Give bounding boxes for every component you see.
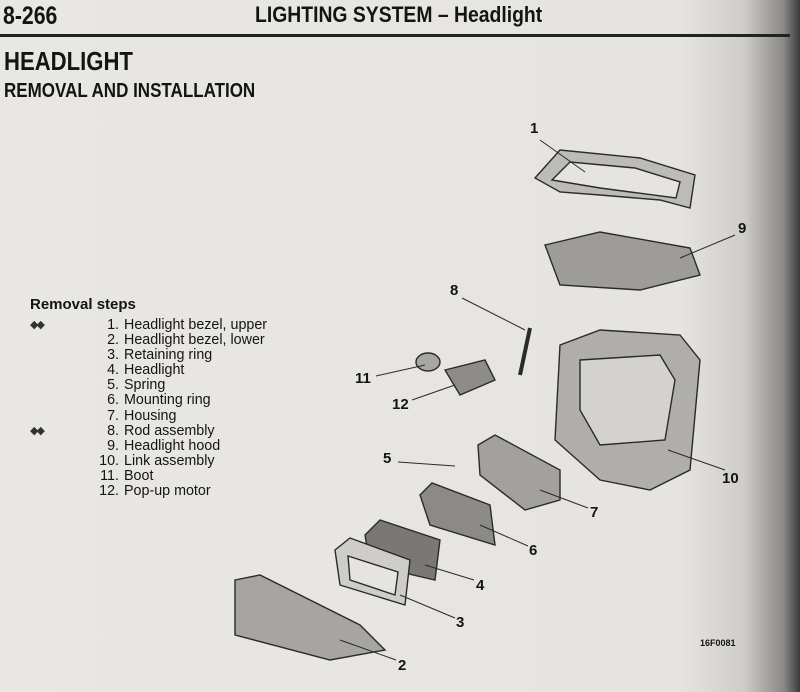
list-item: 10. Link assembly bbox=[30, 452, 267, 469]
step-label: Boot bbox=[124, 467, 154, 484]
step-label: Headlight bezel, upper bbox=[124, 317, 268, 333]
running-title: LIGHTING SYSTEM – Headlight bbox=[255, 2, 543, 27]
step-label: Headlight bbox=[124, 362, 185, 379]
step-label: Mounting ring bbox=[124, 392, 211, 409]
removal-steps-title: Removal steps bbox=[30, 296, 136, 313]
boot-part bbox=[415, 352, 441, 372]
step-number: 11. bbox=[100, 467, 119, 484]
callout-3: 3 bbox=[456, 614, 465, 631]
step-label: Rod assembly bbox=[124, 422, 215, 439]
step-label: Headlight hood bbox=[124, 437, 221, 454]
step-label: Pop-up motor bbox=[124, 483, 211, 500]
step-number: 2. bbox=[107, 332, 119, 349]
step-number: 5. bbox=[107, 377, 119, 394]
step-number: 1. bbox=[107, 317, 119, 333]
section-subtitle: REMOVAL AND INSTALLATION bbox=[4, 80, 256, 102]
arrow-mark-icon: ◆◆ bbox=[30, 319, 45, 331]
callout-10: 10 bbox=[722, 470, 739, 487]
list-item: 11. Boot bbox=[30, 467, 267, 484]
section-title: HEADLIGHT bbox=[4, 46, 133, 76]
list-item: 12. Pop-up motor bbox=[30, 483, 267, 500]
list-item: 4. Headlight bbox=[30, 363, 267, 378]
arrow-mark-icon: ◆◆ bbox=[30, 424, 45, 437]
step-label: Link assembly bbox=[124, 452, 215, 469]
step-number: 6. bbox=[107, 392, 119, 409]
step-label: Housing bbox=[124, 407, 177, 424]
page-number: 8-266 bbox=[3, 2, 58, 30]
lower-bezel-part bbox=[234, 574, 387, 661]
step-label: Retaining ring bbox=[124, 347, 213, 364]
list-item: 5. Spring bbox=[30, 378, 267, 393]
pop-up-motor-part bbox=[443, 359, 496, 396]
callout-4: 4 bbox=[476, 577, 485, 594]
step-number: 3. bbox=[107, 347, 119, 364]
list-item: 7. Housing bbox=[30, 407, 267, 424]
callout-8: 8 bbox=[450, 282, 459, 299]
callout-2: 2 bbox=[398, 657, 407, 674]
callout-1: 1 bbox=[530, 120, 539, 137]
callout-12: 12 bbox=[392, 396, 409, 413]
list-item: ◆◆ 8. Rod assembly bbox=[30, 422, 267, 439]
callout-5: 5 bbox=[383, 450, 392, 467]
step-number: 10. bbox=[99, 452, 119, 469]
list-item: ◆◆ 1. Headlight bezel, upper bbox=[30, 317, 268, 333]
callout-9: 9 bbox=[738, 220, 747, 237]
callout-11: 11 bbox=[355, 370, 371, 387]
rod-assembly-part bbox=[518, 327, 532, 376]
callout-7: 7 bbox=[590, 504, 599, 521]
step-number: 12. bbox=[99, 483, 119, 500]
list-item: 3. Retaining ring bbox=[30, 348, 267, 363]
headlight-hood-part bbox=[544, 231, 701, 291]
removal-steps-list: ◆◆ 1. Headlight bezel, upper 2. Headlight b… bbox=[30, 317, 268, 500]
step-number: 7. bbox=[107, 407, 119, 424]
step-label: Headlight bezel, lower bbox=[124, 332, 265, 349]
callout-6: 6 bbox=[529, 542, 538, 559]
mounting-ring-part bbox=[419, 482, 496, 546]
step-number: 9. bbox=[107, 437, 119, 454]
list-item: 6. Mounting ring bbox=[30, 393, 267, 408]
step-number: 4. bbox=[107, 362, 119, 379]
header-rule bbox=[0, 34, 790, 37]
figure-code: 16F0081 bbox=[700, 638, 736, 648]
housing-part bbox=[477, 434, 561, 511]
step-label: Spring bbox=[124, 377, 166, 394]
list-item: 9. Headlight hood bbox=[30, 437, 267, 454]
step-number: 8. bbox=[107, 422, 119, 439]
list-item: 2. Headlight bezel, lower bbox=[30, 332, 267, 349]
